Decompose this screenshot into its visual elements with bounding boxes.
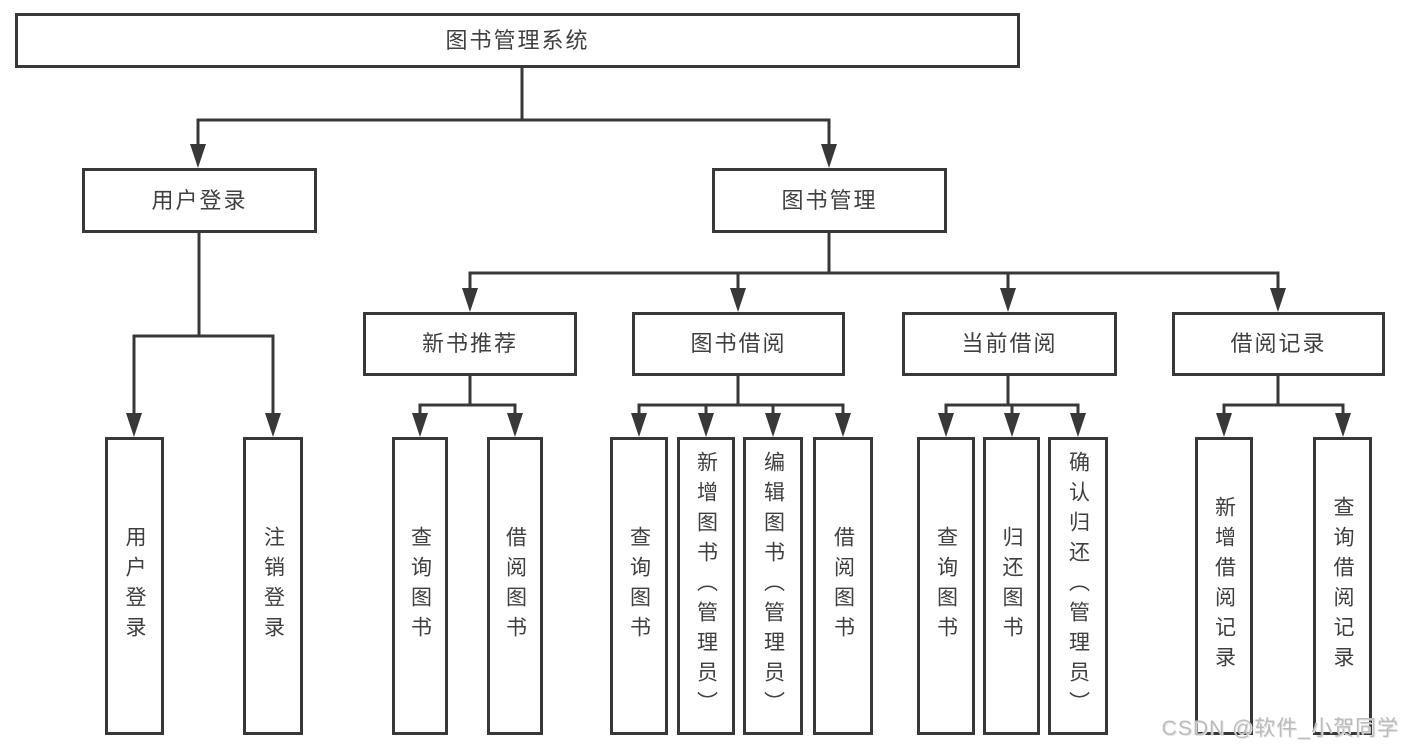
node-label: 当前借阅: [961, 331, 1058, 356]
watermark: CSDN @软件_小贺同学: [1161, 717, 1399, 740]
leaf-label: 新增借阅记录: [1212, 496, 1236, 676]
leaf-label: 确认归还（管理员）: [1066, 451, 1090, 721]
node-label: 图书借阅: [690, 331, 787, 356]
node-label: 借阅记录: [1230, 331, 1327, 356]
node-label: 用户登录: [151, 187, 248, 213]
leaf-add-books-admin: 新增图书（管理员）: [677, 437, 735, 735]
leaf-label: 查询图书: [627, 526, 651, 646]
leaf-logout: 注销登录: [243, 437, 303, 735]
leaf-borrow-books: 借阅图书: [813, 437, 873, 735]
leaf-return-books: 归还图书: [983, 437, 1040, 735]
leaf-label: 编辑图书（管理员）: [761, 451, 785, 721]
leaf-edit-books-admin: 编辑图书（管理员）: [743, 437, 803, 735]
leaf-label: 借阅图书: [503, 526, 527, 646]
leaf-query-books: 查询图书: [610, 437, 668, 735]
leaf-label: 新增图书（管理员）: [694, 451, 718, 721]
node-label: 图书管理系统: [445, 27, 590, 53]
leaf-label: 用户登录: [123, 526, 146, 646]
leaf-label: 归还图书: [1000, 526, 1023, 646]
leaf-query-books: 查询图书: [917, 437, 975, 735]
node-user-login: 用户登录: [82, 168, 317, 233]
node-new-book-recommend: 新书推荐: [363, 312, 577, 376]
leaf-confirm-return-admin: 确认归还（管理员）: [1048, 437, 1108, 735]
node-root-system: 图书管理系统: [15, 13, 1020, 68]
leaf-label: 借阅图书: [831, 526, 855, 646]
node-book-management: 图书管理: [712, 168, 947, 233]
leaf-borrow-books: 借阅图书: [487, 437, 543, 735]
arrowheads: [126, 144, 1351, 437]
leaf-label: 查询借阅记录: [1331, 496, 1354, 676]
leaf-label: 注销登录: [261, 526, 285, 646]
leaf-add-borrow-record: 新增借阅记录: [1195, 437, 1253, 735]
node-book-borrow: 图书借阅: [632, 312, 845, 376]
node-label: 新书推荐: [421, 331, 518, 356]
node-label: 图书管理: [781, 187, 878, 213]
leaf-label: 查询图书: [408, 526, 432, 646]
leaf-query-books: 查询图书: [392, 437, 448, 735]
leaf-label: 查询图书: [934, 526, 958, 646]
leaf-query-borrow-record: 查询借阅记录: [1313, 437, 1372, 735]
node-borrow-records: 借阅记录: [1172, 312, 1385, 376]
leaf-user-login: 用户登录: [105, 437, 164, 735]
node-current-borrow: 当前借阅: [902, 312, 1117, 376]
